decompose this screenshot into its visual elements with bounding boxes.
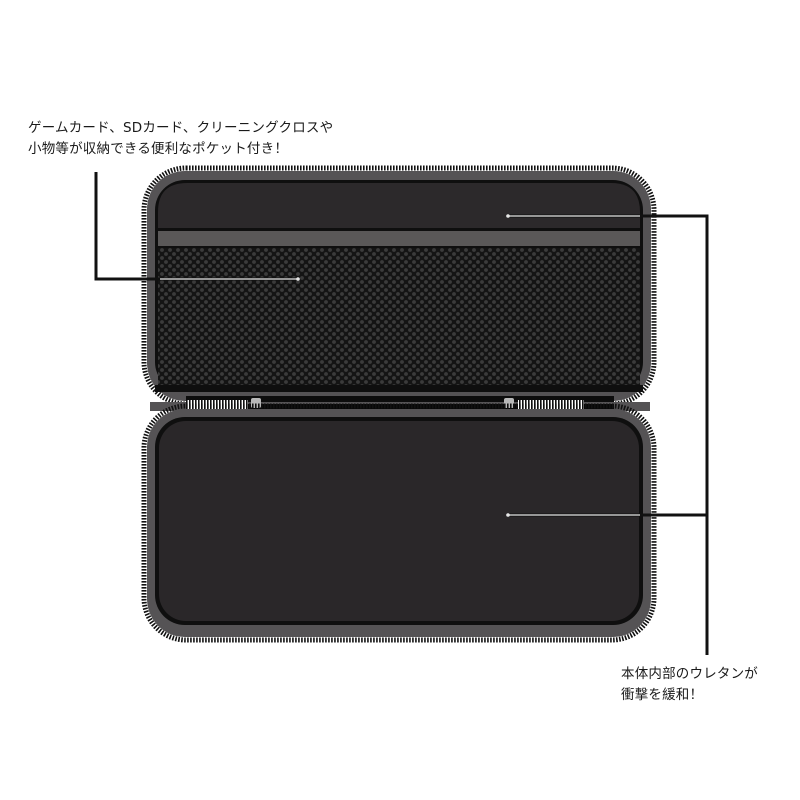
upper-lid bbox=[141, 165, 657, 407]
pocket-band bbox=[158, 231, 640, 246]
callout-urethane-line bbox=[506, 214, 709, 655]
mesh-pocket bbox=[158, 248, 640, 389]
urethane-callout-line1: 本体内部のウレタンが bbox=[621, 666, 758, 682]
pocket-callout-line1: ゲームカード、SDカード、クリーニングクロスや bbox=[28, 120, 334, 136]
lower-body bbox=[141, 403, 657, 643]
zipper-teeth-right bbox=[518, 400, 584, 409]
urethane-callout-text: 本体内部のウレタンが 衝撃を緩和！ bbox=[621, 664, 758, 706]
lid-top-panel bbox=[158, 183, 640, 228]
urethane-cushion bbox=[159, 421, 639, 621]
pocket-callout-text: ゲームカード、SDカード、クリーニングクロスや 小物等が収納できる便利なポケット… bbox=[28, 118, 333, 160]
urethane-callout-line2: 衝撃を緩和！ bbox=[621, 687, 704, 703]
pocket-callout-line2: 小物等が収納できる便利なポケット付き！ bbox=[28, 141, 289, 157]
callout-pocket-line bbox=[94, 172, 300, 281]
